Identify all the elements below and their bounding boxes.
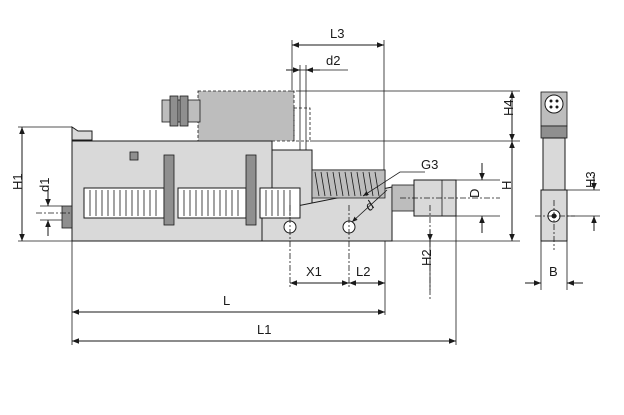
label-H2: H2	[419, 249, 434, 266]
end-view	[525, 91, 600, 290]
side-view	[18, 40, 520, 345]
label-B: B	[549, 264, 558, 279]
sensor-housing	[161, 90, 311, 142]
label-X1: X1	[306, 264, 322, 279]
extension-lines	[18, 40, 520, 345]
dimension-labels: L3 d2 G3 d X1 L2 L L1 B H1 d1 H4 H D H2 …	[10, 26, 598, 337]
label-G3: G3	[421, 157, 438, 172]
label-H3: H3	[583, 171, 598, 188]
label-L3: L3	[330, 26, 344, 41]
label-L2: L2	[356, 264, 370, 279]
rack-teeth	[314, 171, 380, 197]
label-L: L	[223, 293, 230, 308]
label-H1: H1	[10, 173, 25, 190]
slide-body	[61, 126, 457, 242]
label-d1: d1	[37, 178, 52, 192]
label-H4: H4	[501, 99, 516, 116]
label-L1: L1	[257, 322, 271, 337]
dimension-lines	[19, 42, 515, 344]
fins	[83, 187, 301, 219]
label-D: D	[467, 189, 482, 198]
label-d2: d2	[326, 53, 340, 68]
label-H: H	[499, 181, 514, 190]
center-lines	[36, 197, 500, 300]
